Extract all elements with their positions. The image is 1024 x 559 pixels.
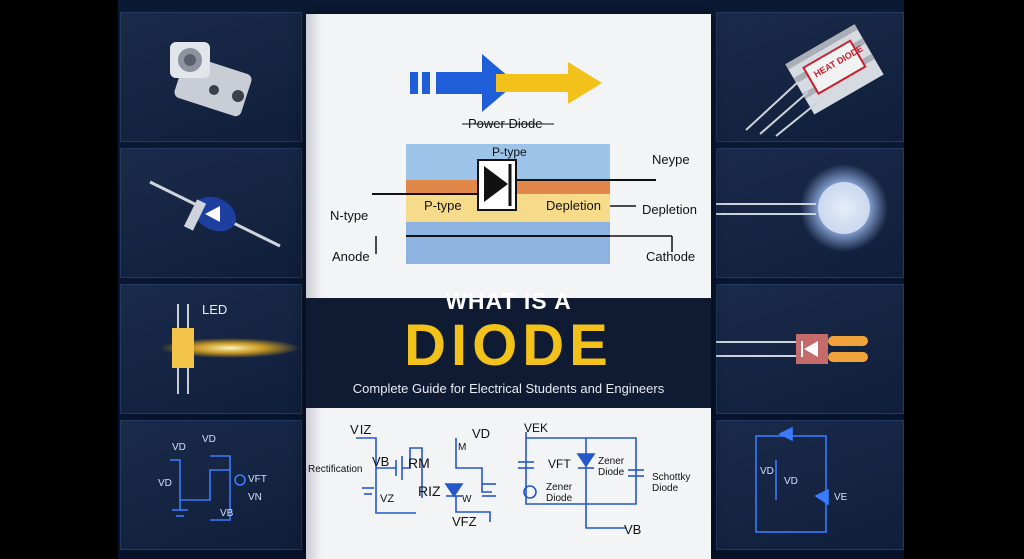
power-diode-label: Power Diode — [468, 116, 542, 131]
p-type-top-label: P-type — [492, 145, 527, 159]
vd-label: VD — [472, 426, 490, 441]
n-type-label: N-type — [330, 208, 368, 223]
vb-label: VB — [220, 508, 234, 519]
schottky-label: Schottky Diode — [652, 472, 693, 494]
vz-label: VZ — [380, 493, 394, 505]
book-spine — [306, 14, 322, 559]
red-led-icon — [716, 334, 868, 364]
vek-label: VEK — [524, 421, 548, 435]
m-label: M — [458, 442, 466, 453]
rectification-label: Rectification — [308, 464, 362, 475]
zener-left-line1: Zener — [546, 482, 573, 493]
vft-label: VFT — [548, 457, 571, 471]
schottky-line1: Schottky — [652, 472, 690, 483]
anode-label: Anode — [332, 249, 370, 264]
led-glow-icon: LED — [160, 302, 300, 394]
circuit-left-icon: VD VD VD VFT VN VB — [158, 434, 267, 521]
led-label: LED — [202, 302, 227, 317]
vd2-label: VD — [172, 442, 186, 453]
depletion-outer-label: Depletion — [642, 202, 697, 217]
title-small: WHAT IS A — [445, 288, 572, 314]
zener-left-line2: Diode — [546, 493, 573, 504]
yellow-arrow-icon — [496, 62, 602, 104]
neype-label: Neype — [652, 152, 690, 167]
zener-right-line1: Zener — [598, 456, 625, 467]
arrow-tail-2 — [422, 72, 430, 94]
vft-label: VFT — [248, 474, 267, 485]
book-cover — [306, 14, 711, 559]
pn-junction-diagram: Power Diode P-type P-type Depletion Neyp… — [330, 54, 697, 264]
heat-diode-icon: HEAT DIODE — [745, 24, 884, 137]
v-iz-label: V IZ — [350, 422, 371, 437]
w-label: W — [462, 494, 472, 505]
subtitle: Complete Guide for Electrical Students a… — [352, 381, 665, 396]
zener-right-label: Zener Diode — [598, 456, 627, 478]
vd-r1-label: VD — [760, 466, 774, 477]
depletion-inner-label: Depletion — [546, 198, 601, 213]
zener-left-label: Zener Diode — [546, 482, 575, 504]
circuit-right-icon: VD VD VE — [755, 426, 848, 533]
axial-diode-icon — [149, 180, 281, 248]
tile-left-4 — [120, 420, 302, 550]
arrow-tail-1 — [410, 72, 418, 94]
title-band — [306, 298, 711, 408]
vd-label: VD — [158, 478, 172, 489]
schottky-line2: Diode — [652, 483, 679, 494]
vd3-label: VD — [202, 434, 216, 445]
tile-right-4 — [716, 420, 904, 550]
rm-label: RM — [408, 455, 430, 471]
p-type-mid-label: P-type — [424, 198, 462, 213]
cathode-label: Cathode — [646, 249, 695, 264]
riz-label: RIZ — [418, 483, 441, 499]
vb-bottom-label: VB — [624, 522, 641, 537]
bulb-led-icon — [716, 164, 888, 252]
vn-label: VN — [248, 492, 262, 503]
circuit-diagrams: V IZ Rectification VB RM VZ RIZ M VD W V… — [308, 421, 693, 537]
vfz-label: VFZ — [452, 514, 477, 529]
title-big: DIODE — [404, 313, 613, 378]
vd-r2-label: VD — [784, 476, 798, 487]
metal-mount-diode-icon — [170, 42, 252, 117]
zener-right-line2: Diode — [598, 467, 625, 478]
ve-label: VE — [834, 492, 848, 503]
vb-label: VB — [372, 454, 389, 469]
blue-arrow-icon — [436, 54, 516, 112]
